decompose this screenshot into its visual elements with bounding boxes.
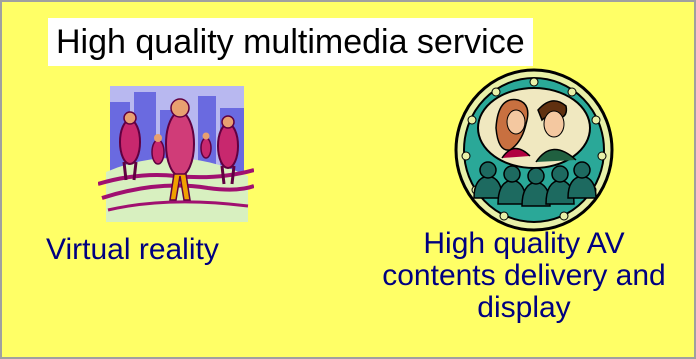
caption-av-line-1: High quality AV	[423, 227, 625, 260]
movie-theater-couple-clipart-icon	[454, 68, 614, 232]
slide-title: High quality multimedia service	[48, 18, 533, 66]
caption-av-line-2: contents delivery and	[382, 259, 666, 292]
caption-av-delivery: High quality AV contents delivery and di…	[294, 227, 694, 324]
caption-virtual-reality: Virtual reality	[46, 233, 219, 266]
caption-av-line-3: display	[477, 291, 571, 324]
virtual-reality-clipart-icon	[98, 86, 254, 222]
